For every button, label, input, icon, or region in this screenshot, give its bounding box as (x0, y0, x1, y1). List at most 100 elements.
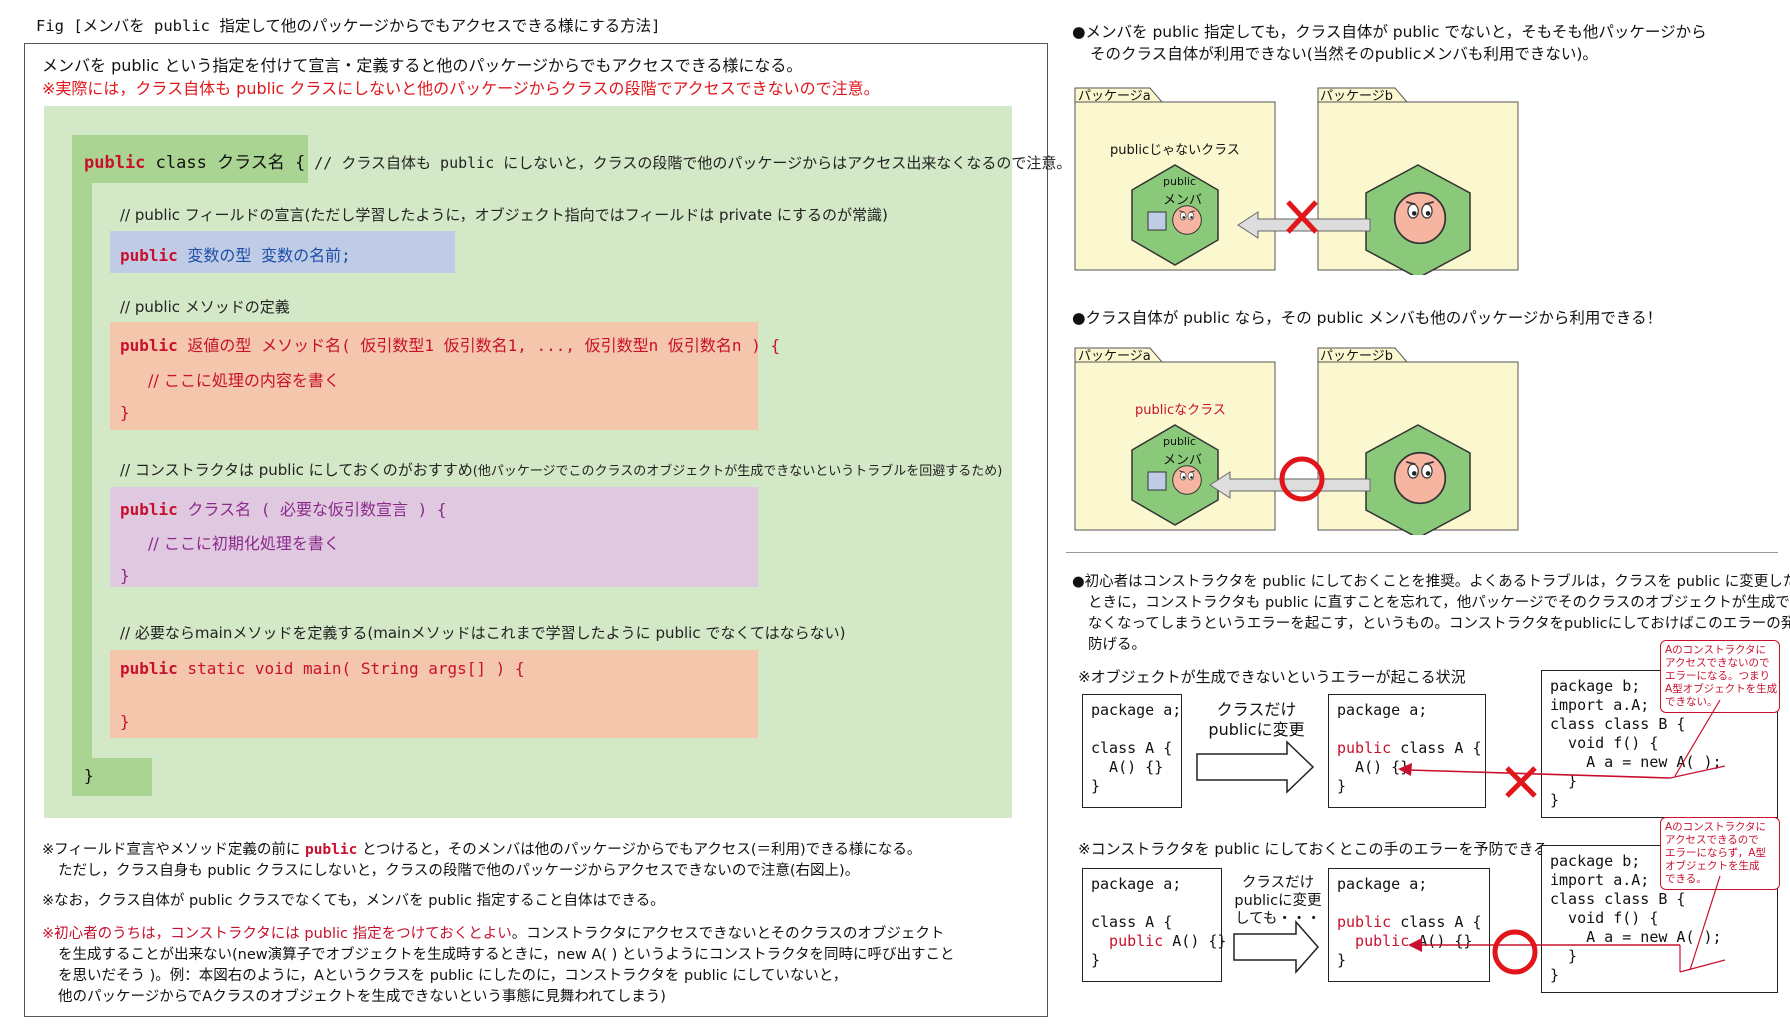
section-2: ●クラス自体が public なら，その public メンバも他のパッケージか… (1072, 309, 1663, 327)
code-box-before-2: package a; class A { public A() {} } (1082, 868, 1226, 982)
box5-public-2: public (1337, 932, 1410, 950)
ctor-body-comment: // ここに初期化処理を書く (148, 534, 340, 553)
ctor-close: } (120, 566, 130, 585)
field-rest: 変数の型 変数の名前; (177, 246, 351, 265)
note-1-c: ただし，クラス自身も public クラスにしないと，クラスの段階で他のパッケー… (58, 863, 860, 879)
arrow-1-label: クラスだけ publicに変更 (1204, 700, 1309, 740)
field-public-keyword: public (120, 246, 178, 265)
ctor-box (110, 487, 758, 587)
access-arrow-2 (1209, 471, 1371, 499)
intro-line-1: メンバを public という指定を付けて宣言・定義すると他のパッケージからでも… (42, 56, 803, 75)
user-face (1393, 191, 1447, 245)
section-3-line-3: なくなってしまうというエラーを起こす，というもの。コンストラクタをpublicに… (1088, 616, 1790, 632)
section-3-line-1: ●初心者はコンストラクタを public にしておくことを推奨。よくあるトラブル… (1072, 574, 1790, 590)
ok-arrow (1408, 875, 1726, 975)
box2-line-3: class A { (1391, 739, 1482, 757)
box2-line-1: package a; (1337, 701, 1428, 719)
note-1-keyword: public (304, 842, 358, 858)
class-declaration-rest: class クラス名 { (145, 153, 306, 173)
member-public-2: public (1163, 435, 1197, 448)
circle-mark-icon-2 (1492, 929, 1538, 975)
note-1-a: ※フィールド宣言やメソッド定義の前に (42, 842, 301, 858)
note-3-c: を思いだそう )。例：本図右のように，Aというクラスを public にしたのに… (58, 968, 848, 984)
public-class-label: publicなクラス (1135, 403, 1226, 418)
note-3-red: ※初心者のうちは，コンストラクタには public 指定をつけておくとよい (42, 926, 512, 942)
pkg-b-label-1: パッケージb (1320, 89, 1393, 104)
box4-lines: package a; class A { (1091, 875, 1182, 931)
case-2-label: ※コンストラクタを public にしておくとこの手のエラーを予防できる (1078, 840, 1549, 858)
ctor-comment-main: // コンストラクタは public にしておくのがおすすめ (120, 461, 473, 479)
code-box-before: package a; class A { A() {} } (1082, 694, 1182, 808)
main-rest: static void main( String args[] ) { (177, 659, 525, 678)
arrow-2-line-3: しても・・・ (1235, 911, 1321, 927)
class-bar-left (72, 183, 92, 758)
section-1-line-1: ●メンバを public 指定しても，クラス自体が public でないと，そも… (1072, 23, 1707, 41)
note-3-a: 。コンストラクタにアクセスできないとそのクラスのオブジェクト (511, 926, 945, 942)
ctor-public-keyword: public (120, 500, 178, 519)
class-close: } (84, 766, 94, 785)
member-label-1: メンバ (1163, 193, 1203, 208)
pkg-a-label-2: パッケージa (1078, 349, 1151, 364)
method-public-keyword: public (120, 336, 178, 355)
class-public-keyword: public (84, 153, 146, 173)
arrow-1-line-1: クラスだけ (1216, 700, 1297, 719)
arrow-1-line-2: publicに変更 (1208, 720, 1305, 739)
figure-title: Fig [メンバを public 指定して他のパッケージからでもアクセスできる様… (36, 17, 661, 35)
code-box-b-2: package b; import a.A; class class B { v… (1541, 845, 1778, 993)
main-public-keyword: public (120, 659, 178, 678)
pkg-a-label-1: パッケージa (1078, 89, 1151, 104)
ctor-comment-small: (他パッケージでこのクラスのオブジェクトが生成できないというトラブルを回避するた… (472, 464, 1003, 479)
diagram-non-public (1074, 87, 1519, 275)
method-rest: 返値の型 メソッド名( 仮引数型1 仮引数名1, ..., 仮引数型n 仮引数名… (177, 336, 781, 355)
note-3: ※初心者のうちは，コンストラクタには public 指定をつけておくとよい。コン… (42, 924, 944, 945)
member-public-1: public (1163, 175, 1197, 188)
ctor-comment: // コンストラクタは public にしておくのがおすすめ(他パッケージでこの… (120, 459, 1002, 480)
box5-line-3: class A { (1391, 913, 1482, 931)
box4-close: } (1091, 951, 1101, 969)
code-box-after-2: package a; public class A { public A() {… (1328, 868, 1490, 982)
cross-mark-icon-2 (1505, 766, 1537, 798)
box2-public: public (1337, 739, 1392, 757)
arrow-2-label: クラスだけ publicに変更 しても・・・ (1234, 874, 1322, 928)
code-box-after: package a; public class A { A() {} } (1328, 694, 1486, 808)
divider (1066, 552, 1778, 553)
main-signature: public static void main( String args[] )… (120, 659, 525, 678)
main-box (110, 650, 758, 738)
ctor-signature: public クラス名 ( 必要な仮引数宣言 ) { (120, 496, 447, 520)
class-declaration: public class クラス名 { // クラス自体も public にしな… (84, 148, 1071, 173)
class-bar-bottom (72, 758, 152, 796)
main-panel (24, 43, 1048, 1017)
method-comment: // public メソッドの定義 (120, 298, 290, 316)
box4-rest: A() {} (1163, 932, 1227, 950)
arrow-2-line-1: クラスだけ (1241, 875, 1315, 891)
note-1-b: とつけると，そのメンバは他のパッケージからでもアクセス(＝利用)できる様になる。 (361, 842, 922, 858)
class-comment: // クラス自体も public にしないと，クラスの段階で他のパッケージからは… (305, 154, 1072, 172)
note-1: ※フィールド宣言やメソッド定義の前に public とつけると，そのメンバは他の… (42, 840, 921, 861)
member-label-2: メンバ (1163, 453, 1203, 468)
cross-mark-icon (1286, 200, 1318, 234)
box2-line-4: A() {} (1337, 758, 1410, 776)
change-arrow-1 (1196, 740, 1315, 794)
field-box (110, 231, 455, 273)
section-1-line-2: そのクラス自体が利用できない(当然そのpublicメンバも利用できない)。 (1090, 45, 1598, 63)
field-comment: // public フィールドの宣言(ただし学習したように，オブジェクト指向では… (120, 206, 888, 224)
note-3-d: 他のパッケージからでAクラスのオブジェクトを生成できないという事態に見舞われてし… (58, 989, 666, 1005)
main-comment: // 必要ならmainメソッドを定義する(mainメソッドはこれまで学習したよう… (120, 624, 846, 642)
method-close: } (120, 403, 130, 422)
note-2: ※なお，クラス自体が public クラスでなくても，メンバを public 指… (42, 893, 665, 909)
box5-line-1: package a; (1337, 875, 1428, 893)
field-code: public 変数の型 変数の名前; (120, 242, 351, 266)
arrow-2-line-2: publicに変更 (1234, 893, 1322, 909)
diagram-public (1074, 347, 1519, 535)
method-box (110, 322, 758, 430)
circle-mark-icon (1279, 456, 1325, 502)
access-arrow (1237, 211, 1371, 239)
method-body-comment: // ここに処理の内容を書く (148, 371, 340, 390)
box5-line-5: } (1337, 951, 1347, 969)
class-bar-top (72, 135, 308, 183)
pkg-b-label-2: パッケージb (1320, 349, 1393, 364)
error-arrow (1398, 699, 1726, 798)
change-arrow-2 (1233, 920, 1319, 974)
main-close: } (120, 712, 130, 731)
member-square (1147, 211, 1167, 231)
